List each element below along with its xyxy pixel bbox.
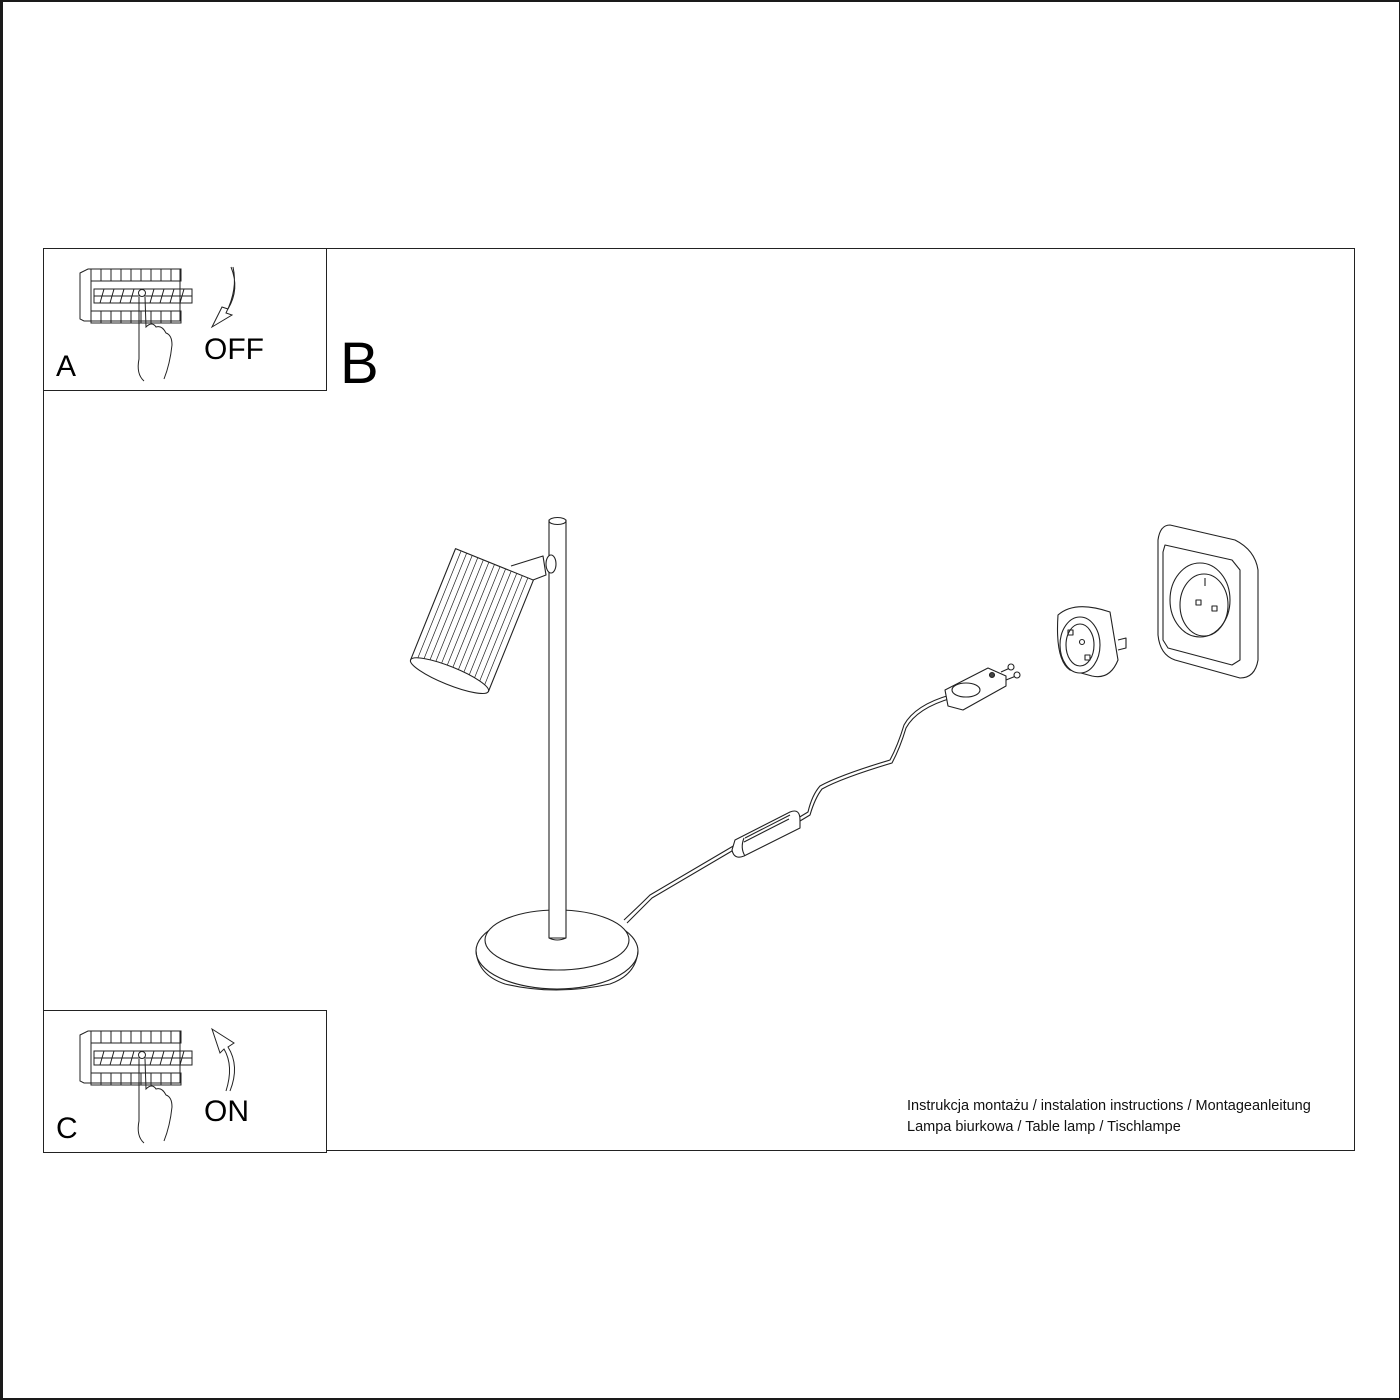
lamp-pole-icon xyxy=(548,516,567,941)
lamp-shade-icon xyxy=(409,548,534,694)
on-label: ON xyxy=(204,1095,249,1128)
power-plug-icon xyxy=(944,663,1021,711)
step-c-letter: C xyxy=(56,1112,78,1145)
step-b-letter: B xyxy=(340,331,379,396)
off-label: OFF xyxy=(204,333,264,366)
breaker-off-icon xyxy=(79,266,236,382)
caption-line-2: Lampa biurkowa / Table lamp / Tischlampe xyxy=(907,1119,1181,1135)
step-c-panel: C ON xyxy=(43,1010,327,1153)
wall-socket-icon xyxy=(1157,524,1259,679)
inline-switch-icon xyxy=(731,810,801,858)
plug-adapter-icon xyxy=(1056,606,1127,678)
caption-line-1: Instrukcja montażu / instalation instruc… xyxy=(907,1098,1311,1114)
caption: Instrukcja montażu / instalation instruc… xyxy=(907,1096,1311,1138)
step-a-letter: A xyxy=(56,350,77,383)
step-a-panel: A OFF xyxy=(43,248,327,391)
main-frame xyxy=(43,248,1355,1151)
power-cable-icon xyxy=(623,844,736,921)
breaker-on-icon xyxy=(79,1027,235,1144)
